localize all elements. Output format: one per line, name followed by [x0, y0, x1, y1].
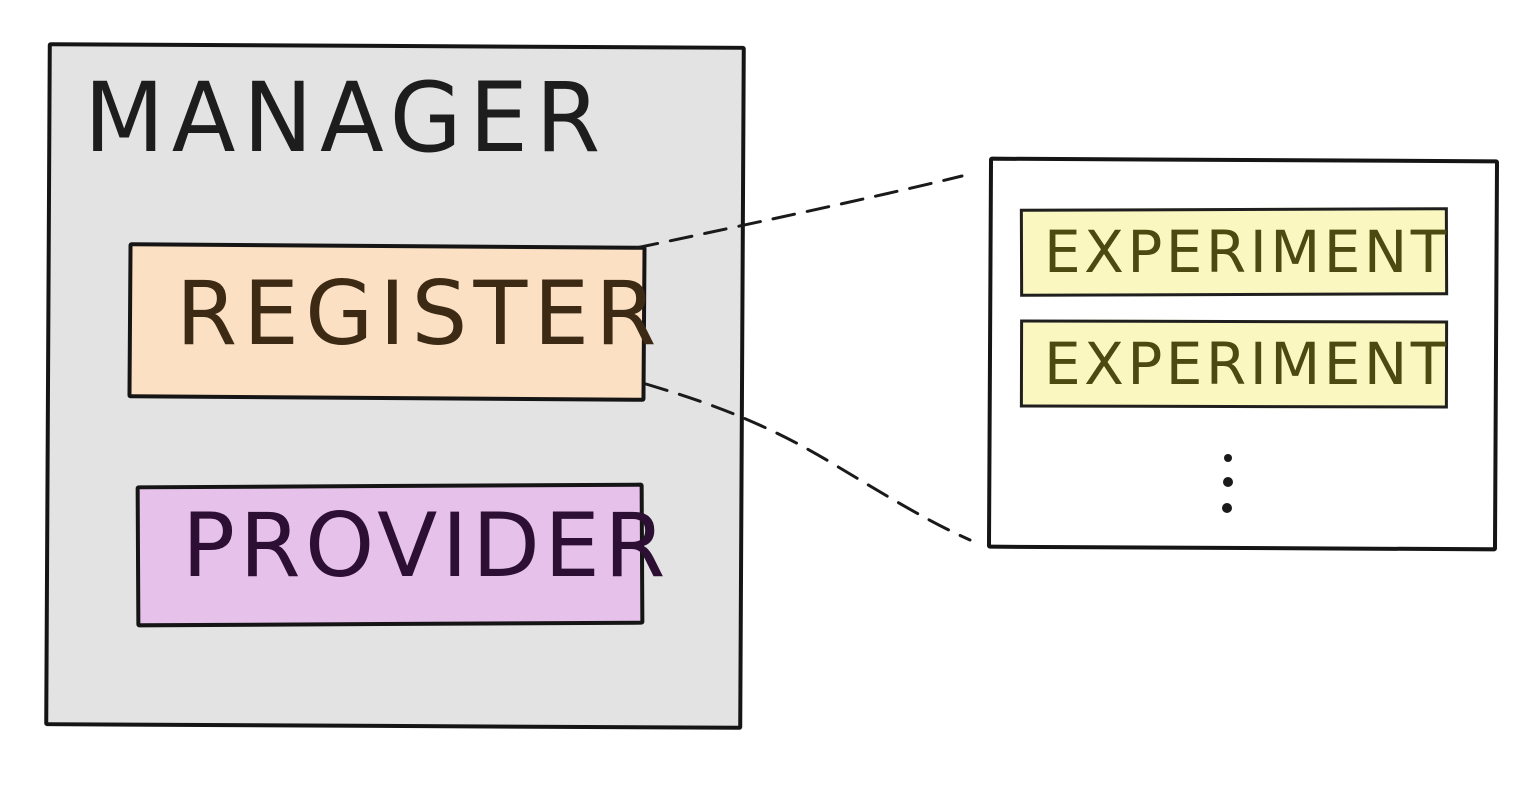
ellipsis-more-icon — [1222, 454, 1233, 513]
connector-line-bottom — [644, 382, 972, 542]
experiment-item-label: EXPERIMENT — [1044, 330, 1450, 398]
connector-line-top — [634, 174, 964, 250]
experiment-item-label: EXPERIMENT — [1044, 218, 1450, 286]
register-label: REGISTER — [176, 262, 663, 365]
manager-title: MANAGER — [84, 62, 608, 174]
provider-label: PROVIDER — [182, 494, 670, 597]
